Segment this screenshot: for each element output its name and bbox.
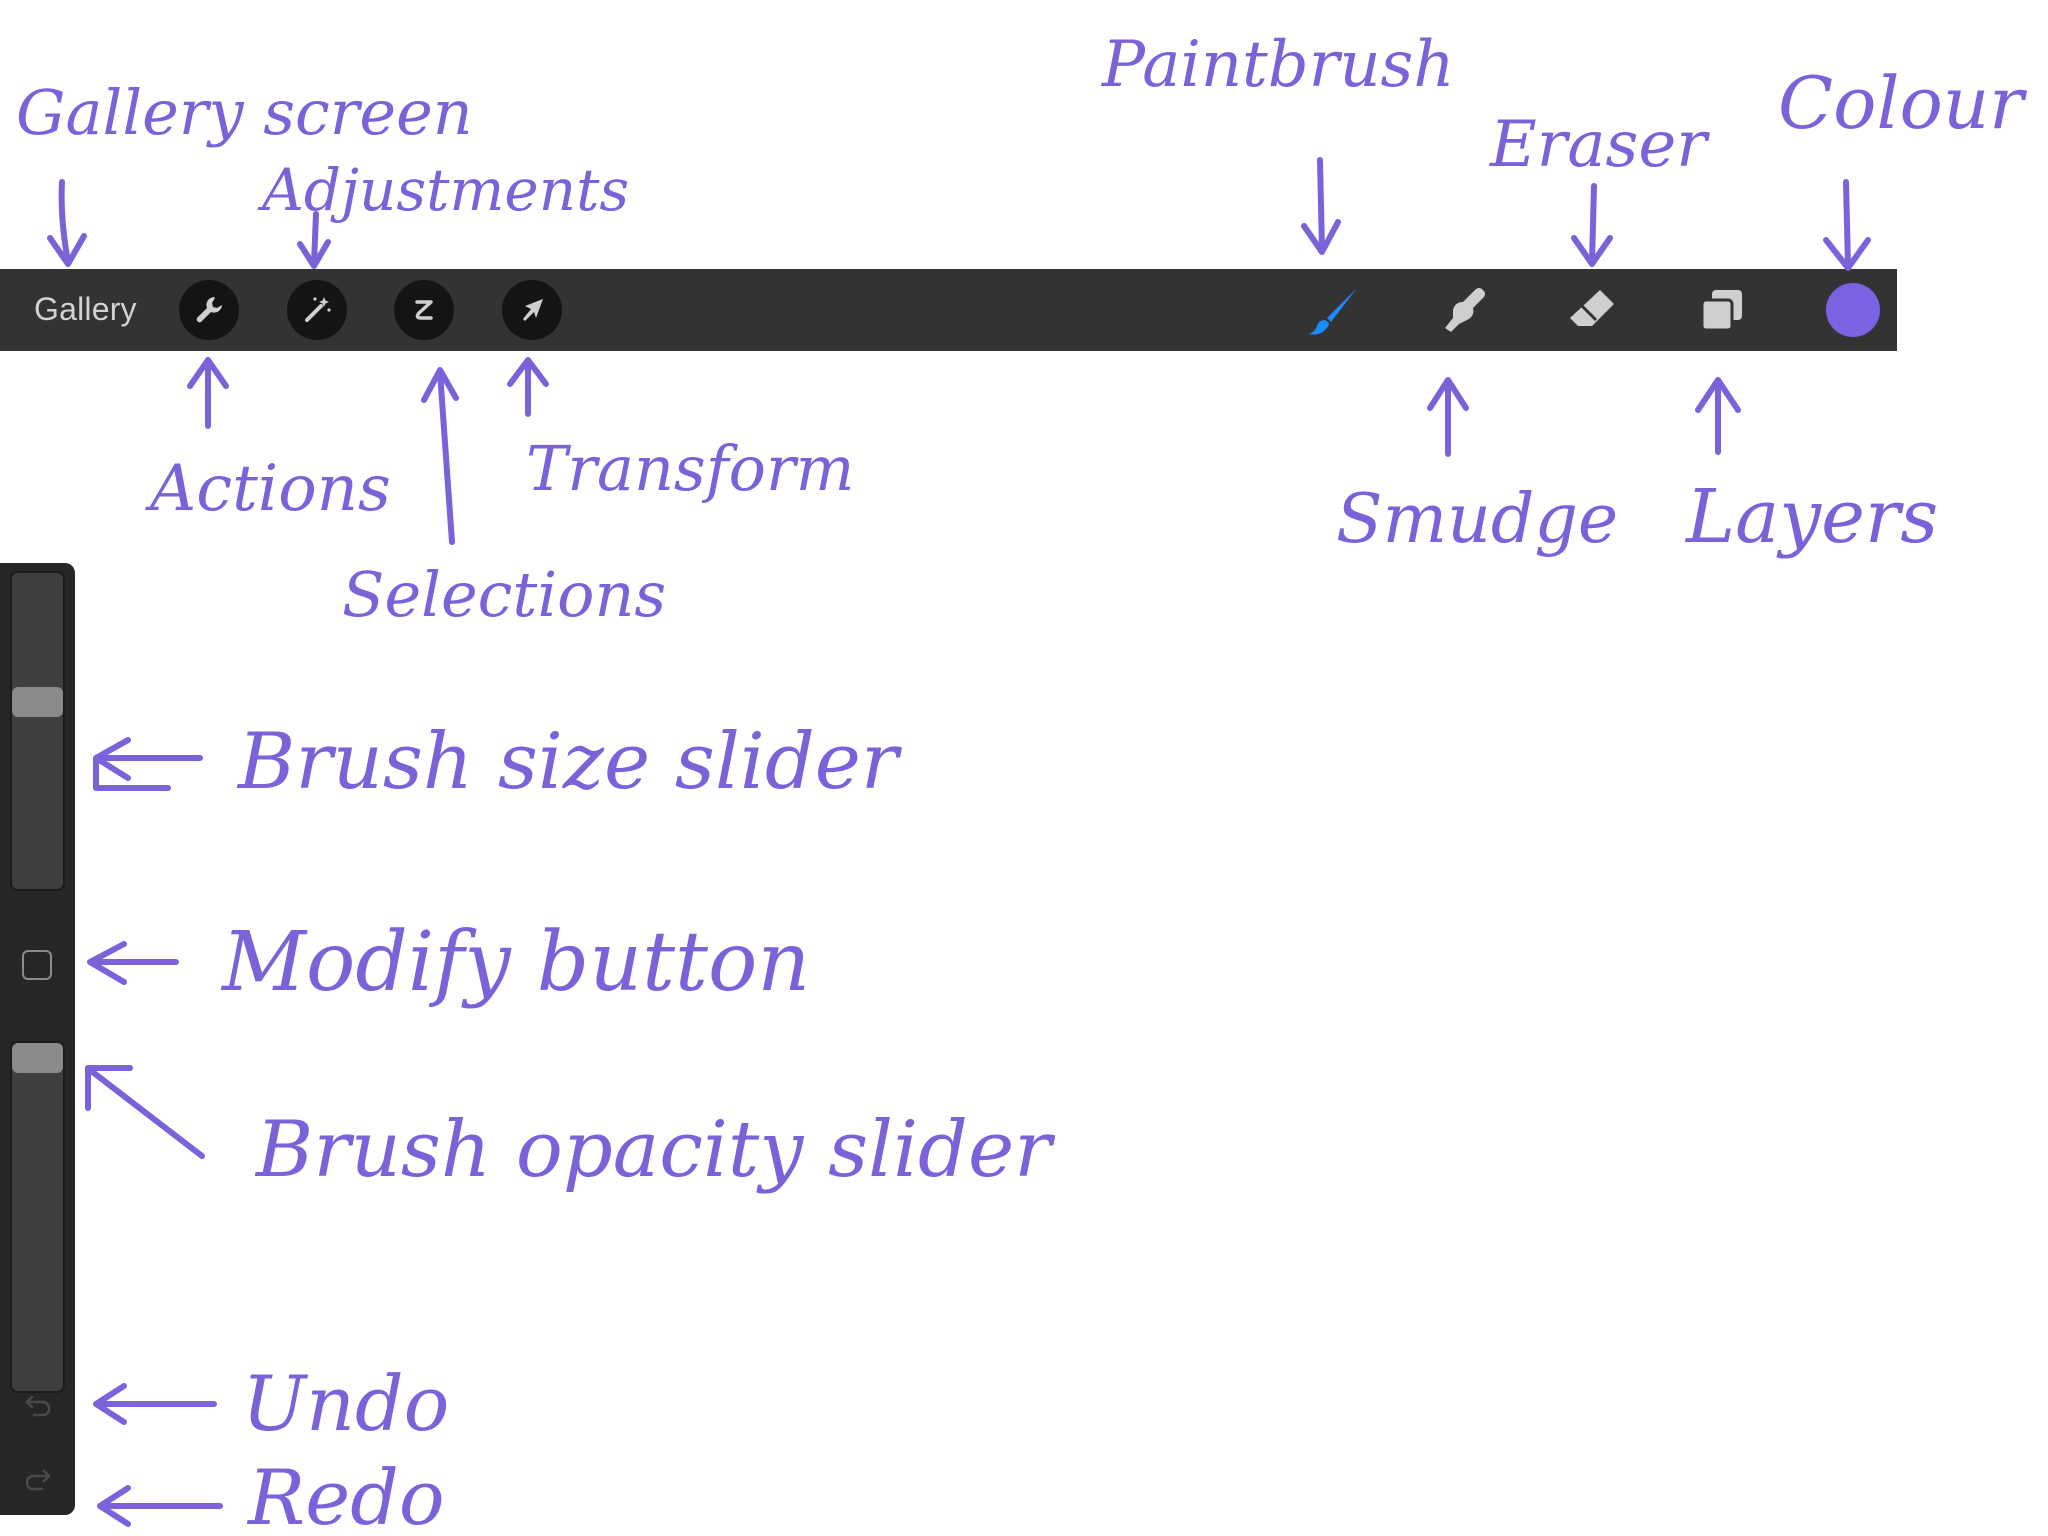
magic-wand-icon: [305, 297, 331, 322]
smudge-arrow: [1427, 377, 1469, 457]
eraser-annotation: Eraser: [1489, 108, 1710, 182]
undo-button[interactable]: [18, 1385, 58, 1425]
undo-arrow-icon: [25, 1395, 51, 1417]
gallery-button[interactable]: Gallery: [34, 291, 137, 327]
modify-button[interactable]: [22, 950, 52, 980]
layers-annotation: Layers: [1684, 474, 1938, 560]
brush-opacity-arrow: [85, 1065, 205, 1159]
arrow-cursor-icon: [523, 299, 543, 321]
transform-annotation: Transform: [526, 432, 854, 505]
selections-annotation: Selections: [342, 558, 666, 631]
actions-button[interactable]: [179, 280, 239, 340]
actions-annotation: Actions: [145, 452, 391, 526]
paintbrush-button[interactable]: [1301, 276, 1369, 344]
selection-s-icon: [415, 300, 433, 320]
colour-swatch-button[interactable]: [1826, 283, 1880, 337]
brush-opacity-thumb[interactable]: [12, 1043, 63, 1073]
smudge-button[interactable]: [1429, 276, 1497, 344]
modify-annotation: Modify button: [220, 915, 810, 1010]
undo-annotation-arrow: [93, 1383, 217, 1425]
adjustments-annotation: Adjustments: [257, 156, 629, 224]
layers-icon: [1700, 290, 1742, 332]
wrench-icon: [196, 297, 222, 323]
colour-arrow: [1823, 179, 1871, 271]
selections-arrow: [421, 367, 459, 545]
redo-button[interactable]: [18, 1459, 58, 1499]
actions-arrow: [187, 357, 229, 429]
redo-annotation: Redo: [246, 1453, 445, 1536]
redo-arrow-icon: [25, 1469, 51, 1491]
colour-annotation: Colour: [1778, 61, 2027, 145]
adjustments-button[interactable]: [287, 280, 347, 340]
brush-sidebar: [0, 563, 75, 1515]
paintbrush-annotation: Paintbrush: [1101, 28, 1455, 102]
adjustments-arrow: [297, 211, 331, 269]
selections-button[interactable]: [394, 280, 454, 340]
top-toolbar: Gallery: [0, 269, 1897, 351]
gallery-annotation: Gallery screen: [16, 76, 473, 149]
paintbrush-icon: [1309, 288, 1357, 335]
eraser-icon: [1570, 290, 1614, 326]
eraser-button[interactable]: [1558, 276, 1626, 344]
redo-annotation-arrow: [97, 1485, 223, 1527]
paintbrush-arrow: [1301, 157, 1341, 255]
brush-opacity-annotation: Brush opacity slider: [254, 1105, 1056, 1195]
modify-arrow: [87, 941, 179, 985]
undo-annotation: Undo: [242, 1359, 449, 1448]
smudge-annotation: Smudge: [1336, 480, 1618, 559]
transform-arrow: [507, 357, 549, 417]
gallery-arrow: [47, 179, 87, 267]
smudge-finger-icon: [1445, 288, 1485, 332]
eraser-arrow: [1571, 183, 1613, 267]
layers-button[interactable]: [1688, 276, 1756, 344]
brush-size-slider[interactable]: [10, 571, 65, 891]
transform-button[interactable]: [502, 280, 562, 340]
brush-opacity-slider[interactable]: [10, 1041, 65, 1393]
layers-arrow: [1695, 377, 1741, 455]
brush-size-arrow: [93, 737, 203, 791]
brush-size-annotation: Brush size slider: [236, 717, 903, 807]
brush-size-thumb[interactable]: [12, 687, 63, 717]
